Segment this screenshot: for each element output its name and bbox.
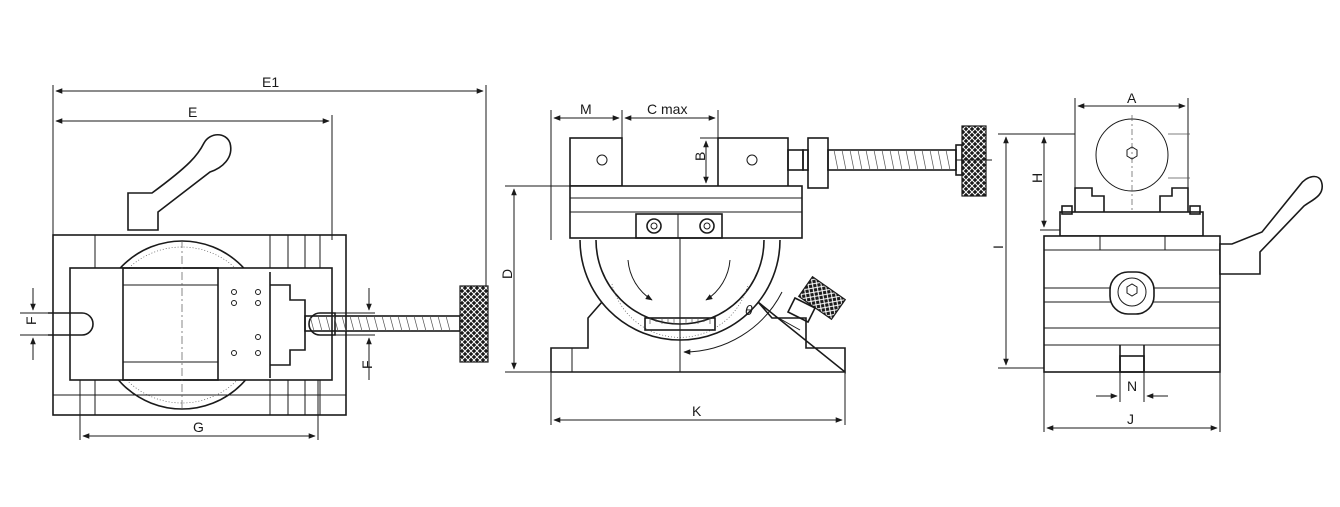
dim-label-f-left: F: [23, 316, 39, 325]
angle-label-theta: θ: [745, 302, 753, 318]
dim-label-c-max: C max: [647, 101, 687, 117]
dim-label-n: N: [1127, 378, 1137, 394]
dim-label-d: D: [499, 269, 515, 279]
top-view: E1 E: [20, 74, 489, 440]
dim-label-e: E: [188, 104, 197, 120]
dim-label-k: K: [692, 403, 702, 419]
dim-label-j: J: [1127, 411, 1134, 427]
dim-label-f-right: F: [359, 360, 375, 369]
dim-label-a: A: [1127, 90, 1137, 106]
dim-label-h: H: [1029, 173, 1045, 183]
dim-label-m: M: [580, 101, 592, 117]
dim-label-e1: E1: [262, 74, 279, 90]
dim-label-g: G: [193, 419, 204, 435]
end-view: A H I: [990, 90, 1323, 432]
dim-label-i: I: [990, 245, 1006, 249]
side-view: M C max B D: [499, 101, 992, 425]
dim-label-b: B: [692, 152, 708, 161]
